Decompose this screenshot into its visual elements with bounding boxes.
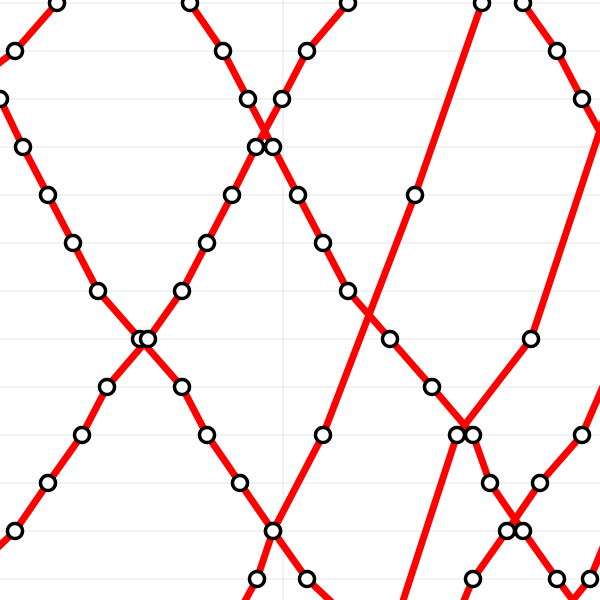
- data-point: [222, 185, 242, 205]
- data-point: [547, 41, 567, 61]
- series-line-3: [0, 0, 63, 67]
- data-point: [138, 329, 158, 349]
- data-point: [213, 41, 233, 61]
- data-point: [5, 521, 25, 541]
- data-point: [380, 329, 400, 349]
- data-point: [513, 0, 533, 13]
- data-point: [405, 185, 425, 205]
- data-point: [463, 425, 483, 445]
- data-point: [297, 41, 317, 61]
- data-point: [422, 377, 442, 397]
- data-point: [497, 521, 517, 541]
- data-point: [38, 473, 58, 493]
- data-point: [63, 233, 83, 253]
- series-line-9: [568, 545, 600, 600]
- data-point: [247, 569, 267, 589]
- data-point: [513, 521, 533, 541]
- data-point: [272, 89, 292, 109]
- data-point: [547, 569, 567, 589]
- data-point: [5, 41, 25, 61]
- data-point: [88, 281, 108, 301]
- data-point: [238, 89, 258, 109]
- data-point: [172, 281, 192, 301]
- data-point: [97, 377, 117, 397]
- series-line-7: [399, 119, 600, 600]
- series-line-5: [241, 0, 487, 600]
- data-point: [447, 425, 467, 445]
- data-point: [463, 569, 483, 589]
- data-point: [338, 0, 358, 13]
- data-point: [13, 137, 33, 157]
- data-point: [572, 425, 592, 445]
- data-point: [521, 329, 541, 349]
- data-point: [472, 0, 492, 13]
- data-point: [313, 425, 333, 445]
- data-point: [263, 521, 283, 541]
- data-point: [313, 233, 333, 253]
- data-point: [197, 425, 217, 445]
- data-point: [580, 569, 600, 589]
- data-point: [288, 185, 308, 205]
- data-point: [197, 233, 217, 253]
- data-point: [338, 281, 358, 301]
- data-point: [0, 89, 10, 109]
- data-point: [530, 473, 550, 493]
- data-point: [246, 137, 266, 157]
- data-point: [38, 185, 58, 205]
- data-point: [72, 425, 92, 445]
- data-point: [480, 473, 500, 493]
- data-point: [230, 473, 250, 493]
- series-line-6: [515, 0, 600, 140]
- data-point: [180, 0, 200, 13]
- data-point: [172, 377, 192, 397]
- data-point: [572, 89, 592, 109]
- data-point: [297, 569, 317, 589]
- data-point: [47, 0, 67, 13]
- data-point: [263, 137, 283, 157]
